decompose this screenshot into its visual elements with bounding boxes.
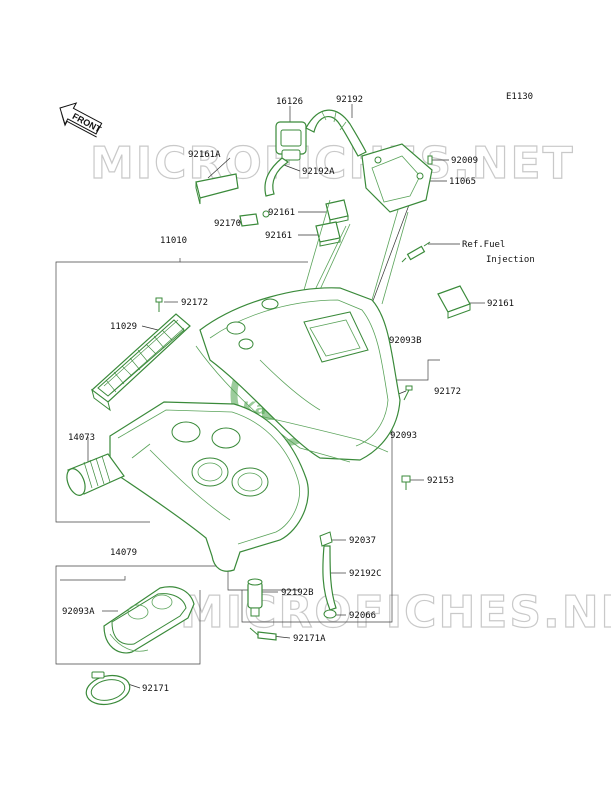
label-92066: 92066 bbox=[349, 611, 376, 621]
label-14073: 14073 bbox=[68, 433, 95, 443]
label-92172-a: 92172 bbox=[181, 298, 208, 308]
cover-14079 bbox=[103, 586, 195, 654]
label-92192c: 92192C bbox=[349, 569, 382, 579]
label-16126: 16126 bbox=[276, 97, 303, 107]
diagram-code: E1130 bbox=[506, 92, 533, 102]
label-92161-a: 92161 bbox=[268, 208, 295, 218]
plug-92192b bbox=[247, 578, 263, 617]
pad-92161-b bbox=[315, 221, 341, 247]
valve-16126 bbox=[275, 121, 307, 161]
bolt-92172-b bbox=[403, 385, 413, 401]
label-92170: 92170 bbox=[214, 219, 241, 229]
label-ref-injection: Injection bbox=[486, 255, 535, 265]
watermark-bottom: MICROFICHES.NET bbox=[180, 587, 611, 638]
label-92009: 92009 bbox=[451, 156, 478, 166]
label-ref-fuel: Ref.Fuel bbox=[462, 240, 505, 250]
housing-upper-11010 bbox=[195, 287, 401, 463]
front-arrow-icon: FRONT bbox=[59, 102, 103, 138]
label-92093: 92093 bbox=[390, 431, 417, 441]
hose-92192c bbox=[322, 545, 337, 611]
duct-14073 bbox=[66, 453, 125, 496]
label-14079: 14079 bbox=[110, 548, 137, 558]
label-92171: 92171 bbox=[142, 684, 169, 694]
watermark-top: MICROFICHES.NET bbox=[90, 138, 575, 189]
label-92037: 92037 bbox=[349, 536, 376, 546]
pad-92161-c bbox=[437, 285, 471, 319]
bolt-92153 bbox=[401, 475, 411, 490]
label-92171a: 92171A bbox=[293, 634, 326, 644]
cover-11065 bbox=[361, 143, 433, 213]
hose-92192a bbox=[264, 157, 290, 197]
label-92153: 92153 bbox=[427, 476, 454, 486]
label-92093a: 92093A bbox=[62, 607, 95, 617]
label-92192: 92192 bbox=[336, 95, 363, 105]
label-92161a: 92161A bbox=[188, 150, 221, 160]
clip-92037 bbox=[319, 531, 333, 547]
label-11065: 11065 bbox=[449, 177, 476, 187]
clamp-92171 bbox=[85, 671, 131, 706]
filter-element-11029 bbox=[91, 313, 191, 412]
label-11010: 11010 bbox=[160, 236, 187, 246]
bolt-92172-a bbox=[155, 297, 163, 312]
label-92192a: 92192A bbox=[302, 167, 335, 177]
rubber-92161a bbox=[195, 173, 239, 205]
label-92192b: 92192B bbox=[281, 588, 314, 598]
routing-lines bbox=[303, 199, 409, 305]
hose-92192 bbox=[305, 109, 367, 157]
label-92161-b: 92161 bbox=[265, 231, 292, 241]
clamp-92170 bbox=[239, 210, 270, 227]
strap-92171a bbox=[249, 627, 277, 641]
label-11029: 11029 bbox=[110, 322, 137, 332]
label-92161-c: 92161 bbox=[487, 299, 514, 309]
clip-92066 bbox=[323, 609, 337, 619]
housing-lower bbox=[109, 401, 309, 572]
label-92093b: 92093B bbox=[389, 336, 422, 346]
injector-connector bbox=[401, 241, 431, 263]
label-92172-b: 92172 bbox=[434, 387, 461, 397]
